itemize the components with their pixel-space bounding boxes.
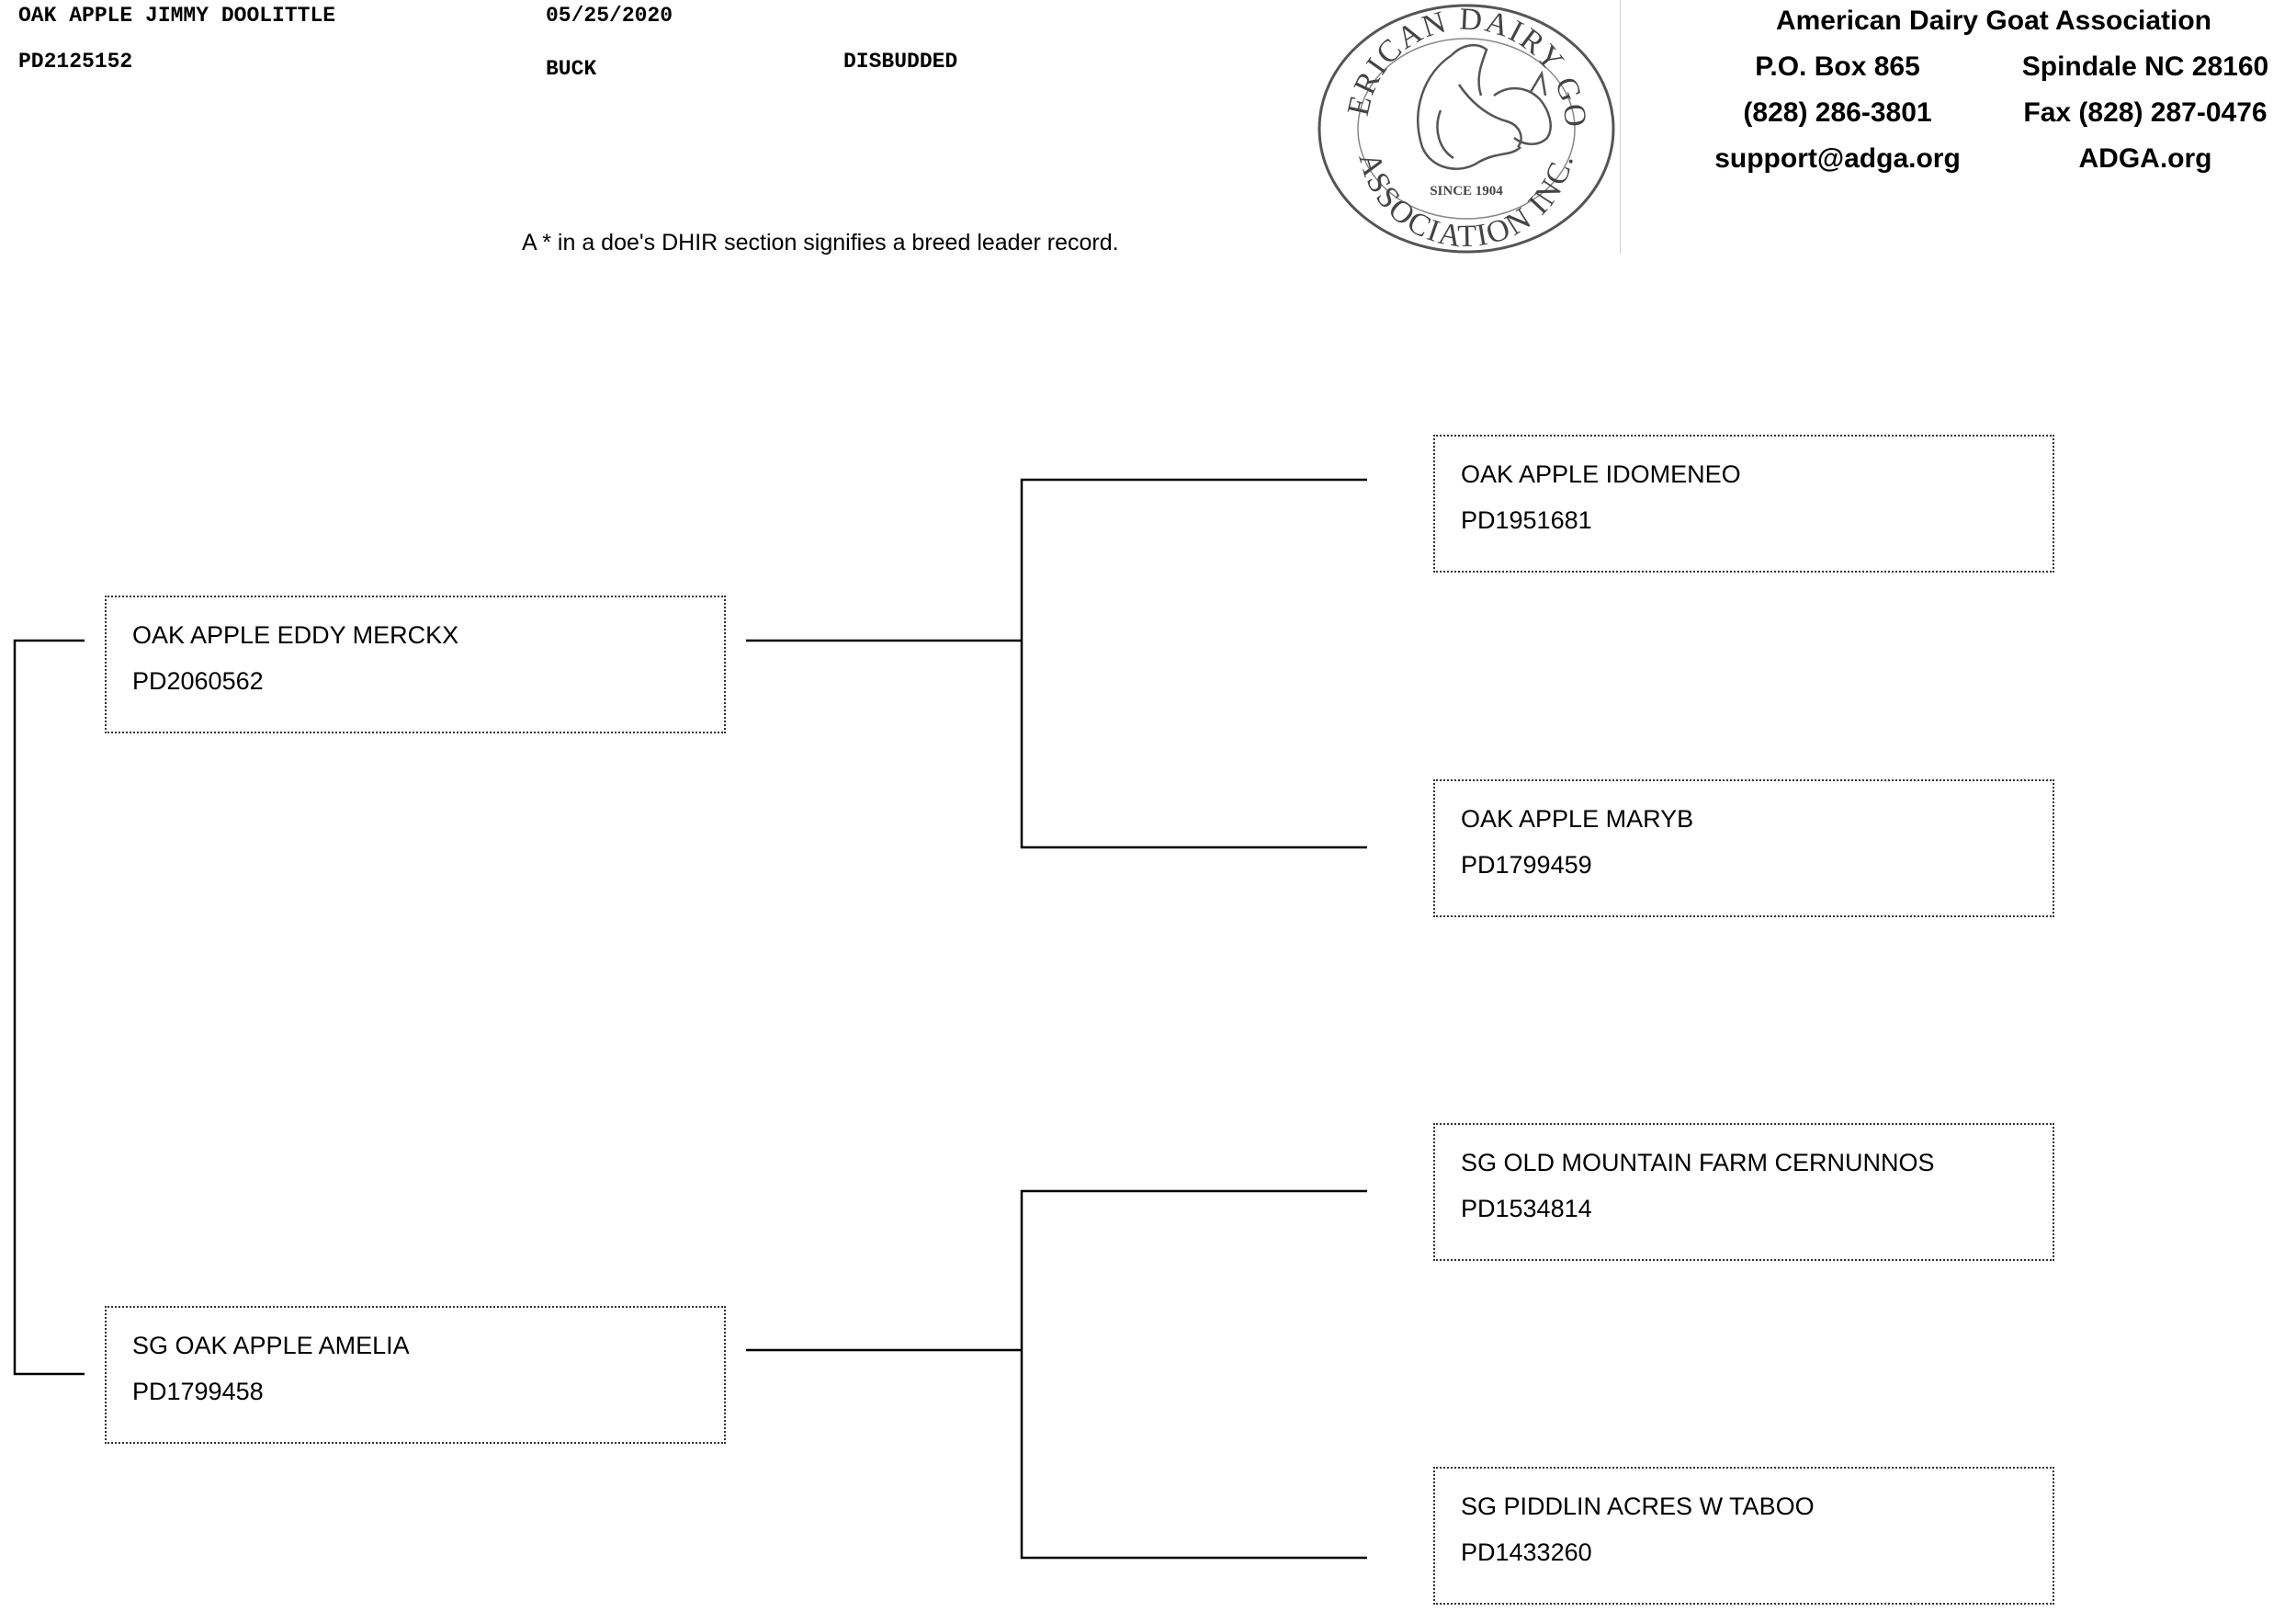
org-city: Spindale NC 28160 xyxy=(2021,51,2269,82)
sire-box: OAK APPLE EDDY MERCKX PD2060562 xyxy=(105,596,726,733)
org-po-box: P.O. Box 865 xyxy=(1755,51,1920,82)
dam-sire-registration: PD1534814 xyxy=(1461,1195,1592,1222)
animal-sex: BUCK xyxy=(546,57,597,81)
goat-heads-icon xyxy=(1417,43,1552,170)
sire-dam-registration: PD1799459 xyxy=(1461,851,1592,879)
sire-sire-name: OAK APPLE IDOMENEO xyxy=(1461,460,1741,488)
adga-logo: AMERICAN DAIRY GOAT ASSOCIATION INC. SIN… xyxy=(1299,0,1626,257)
horn-status: DISBUDDED xyxy=(843,50,958,74)
logo-since: SINCE 1904 xyxy=(1430,184,1503,199)
dam-name: SG OAK APPLE AMELIA xyxy=(132,1332,410,1359)
dam-box: SG OAK APPLE AMELIA PD1799458 xyxy=(105,1306,726,1444)
dam-dam-registration: PD1433260 xyxy=(1461,1538,1592,1566)
org-phone: (828) 286-3801 xyxy=(1743,97,1932,128)
animal-name: OAK APPLE JIMMY DOOLITTLE xyxy=(18,4,336,28)
dam-sire-box: SG OLD MOUNTAIN FARM CERNUNNOS PD1534814 xyxy=(1433,1123,2054,1261)
sire-sire-box: OAK APPLE IDOMENEO PD1951681 xyxy=(1433,435,2054,573)
org-fax: Fax (828) 287-0476 xyxy=(2023,97,2268,128)
sire-dam-box: OAK APPLE MARYB PD1799459 xyxy=(1433,779,2054,917)
breed-leader-note: A * in a doe's DHIR section signifies a … xyxy=(522,230,1119,255)
dam-sire-name: SG OLD MOUNTAIN FARM CERNUNNOS xyxy=(1461,1149,1935,1176)
dam-dam-box: SG PIDDLIN ACRES W TABOO PD1433260 xyxy=(1433,1467,2054,1605)
sire-name: OAK APPLE EDDY MERCKX xyxy=(132,621,459,649)
org-website: ADGA.org xyxy=(2078,143,2212,174)
sire-dam-name: OAK APPLE MARYB xyxy=(1461,805,1694,833)
sire-registration: PD2060562 xyxy=(132,667,264,695)
dam-dam-name: SG PIDDLIN ACRES W TABOO xyxy=(1461,1493,1815,1520)
org-email: support@adga.org xyxy=(1714,143,1961,174)
dam-registration: PD1799458 xyxy=(132,1378,264,1405)
sire-sire-registration: PD1951681 xyxy=(1461,506,1592,534)
animal-registration: PD2125152 xyxy=(18,50,133,74)
org-name: American Dairy Goat Association xyxy=(1775,6,2212,36)
birth-date: 05/25/2020 xyxy=(546,4,673,28)
logo-divider xyxy=(1620,0,1621,254)
